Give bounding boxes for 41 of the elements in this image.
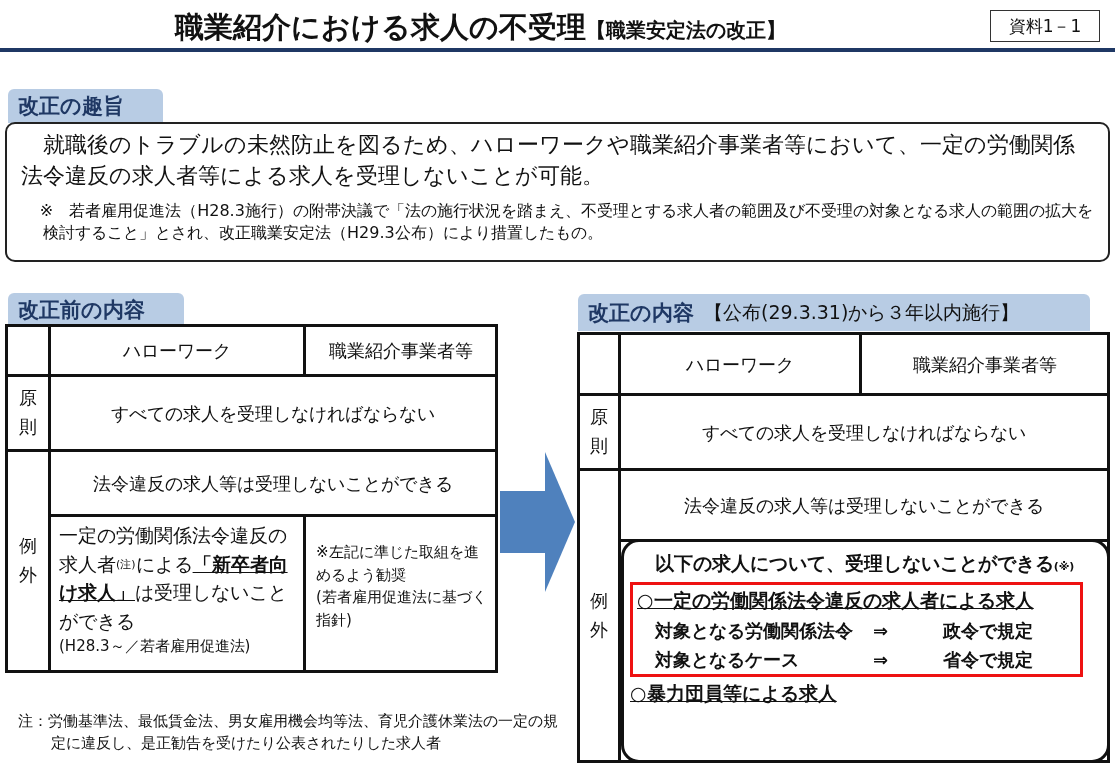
arrow-symbol: ⇒ <box>873 619 890 643</box>
highlight-frame <box>630 582 1083 678</box>
title: 職業紹介における求人の不受理 <box>174 9 586 46</box>
column-header: ハローワーク <box>686 352 794 377</box>
cell-note: (H28.3～／若者雇用促進法) <box>59 636 251 657</box>
section-tab <box>578 294 1090 331</box>
panel-item: ○暴力団員等による求人 <box>630 681 837 707</box>
cell-text: すべての求人を受理しなければならない <box>111 401 435 426</box>
section-heading: 改正前の内容 <box>18 296 145 324</box>
arrow-symbol: ⇒ <box>873 648 890 673</box>
cell-text: 法令違反の求人等は受理しないことができる <box>93 471 453 496</box>
column-header: ハローワーク <box>123 339 231 363</box>
column-header: 職業紹介事業者等 <box>328 339 473 363</box>
cell-note: (若者雇用促進法に基づく指針) <box>316 587 487 631</box>
section-note: 【公布(29.3.31)から３年以内施行】 <box>704 299 1020 325</box>
section-heading: 改正の趣旨 <box>18 93 124 120</box>
cell-text: 法令違反の求人等は受理しないことができる <box>684 493 1044 518</box>
section-tab <box>8 89 163 123</box>
highlight-text: 対象となる労働関係法令 <box>653 619 854 643</box>
summary-note: ※ 若者雇用促進法（H28.3施行）の附帯決議で「法の施行状況を踏まえ、不受理とする求人者の範囲及び不受理の対象となる求人の範囲の拡大を検討すること」とされ、改正職業安定法（H29.3公布）により措置したもの。 <box>38 199 1094 244</box>
comparison-table <box>5 324 498 673</box>
row-header: 原則 <box>19 386 37 439</box>
summary-text: 就職後のトラブルの未然防止を図るため、ハローワークや職業紹介事業者等において、一定の労働関係法令違反の求人者等による求人を受理しないことが可能。 <box>21 131 1076 190</box>
comparison-table <box>577 332 1110 763</box>
rounded-panel <box>621 539 1110 763</box>
highlight-item: ○一定の労働関係法令違反の求人者による求人 <box>637 588 1035 614</box>
footnote: 注：労働基準法、最低賃金法、男女雇用機会均等法、育児介護休業法の一定の規定に違反し、是正勧告を受けたり公表されたりした求人者 <box>18 711 559 754</box>
document-label: 資料1－1 <box>990 10 1100 42</box>
section-tab <box>8 293 184 326</box>
row-header: 原則 <box>590 405 608 458</box>
cell-text: すべての求人を受理しなければならない <box>702 420 1026 445</box>
highlight-text: 省令で規定 <box>943 648 1034 673</box>
summary-box <box>5 122 1110 262</box>
cell-note: ※左記に準じた取組を進めるよう勧奨 <box>316 542 480 586</box>
highlight-text: 政令で規定 <box>943 619 1034 643</box>
row-header: 例外 <box>590 588 608 642</box>
highlight-text: 対象となるケース <box>653 648 800 673</box>
subtitle: 【職業安定法の改正】 <box>585 18 786 44</box>
row-header: 例外 <box>19 534 37 587</box>
section-heading: 改正の内容 <box>588 299 694 327</box>
column-header: 職業紹介事業者等 <box>912 352 1057 377</box>
